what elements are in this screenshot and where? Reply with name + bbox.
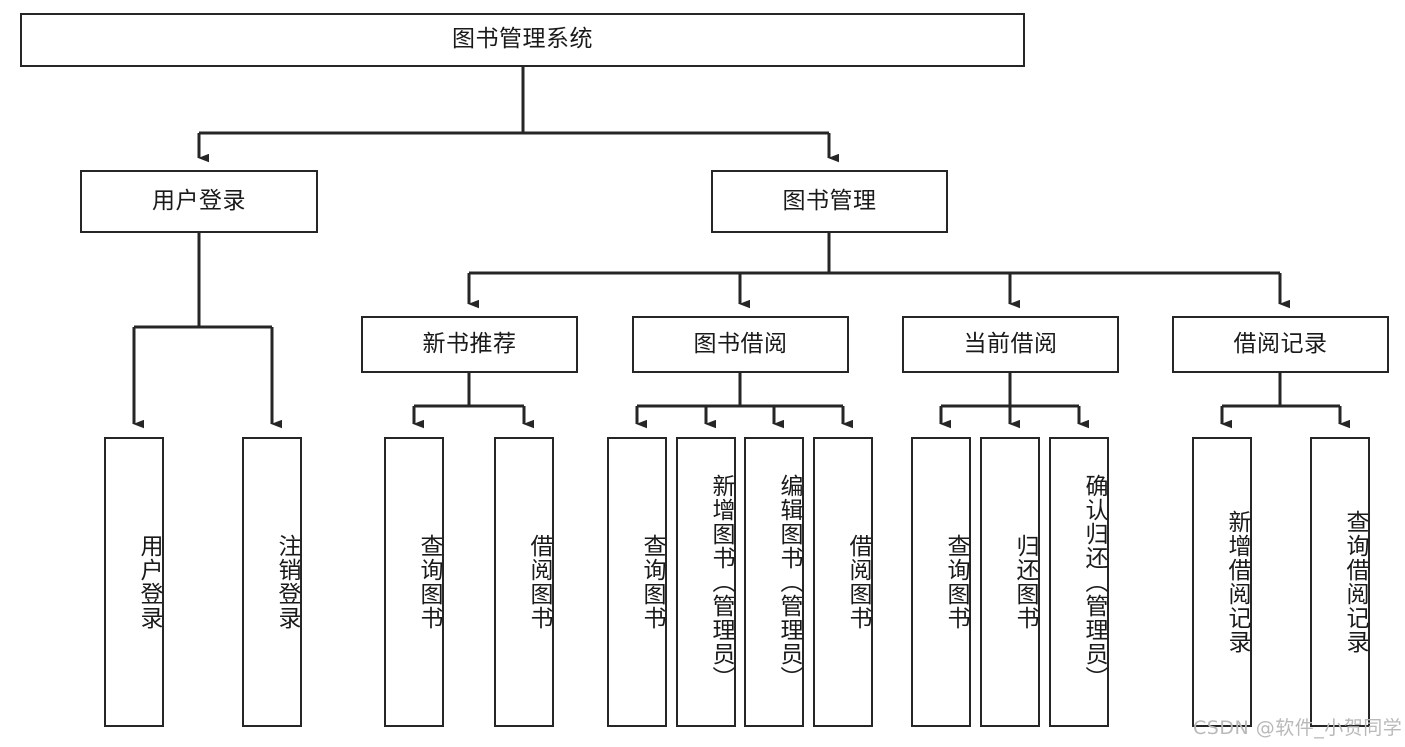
node-root-label: 图书管理系统 [452, 26, 593, 53]
node-new-book-rec-label: 新书推荐 [422, 330, 517, 357]
node-leaf-return-book[interactable]: 归还图书 [980, 437, 1040, 727]
node-new-book-rec[interactable]: 新书推荐 [361, 316, 578, 373]
node-leaf-query-record[interactable]: 查询借阅记录 [1310, 437, 1370, 727]
node-leaf-edit-book[interactable]: 编辑图书（管理员） [744, 437, 804, 727]
node-leaf-user-login-label: 用户登录 [136, 534, 162, 630]
node-leaf-add-book[interactable]: 新增图书（管理员） [676, 437, 736, 727]
node-current-borrow-label: 当前借阅 [963, 330, 1058, 357]
node-book-borrow-label: 图书借阅 [693, 330, 788, 357]
node-borrow-record[interactable]: 借阅记录 [1172, 316, 1389, 373]
node-book-borrow[interactable]: 图书借阅 [632, 316, 849, 373]
node-user-login[interactable]: 用户登录 [80, 170, 318, 233]
node-leaf-query-book-3[interactable]: 查询图书 [911, 437, 971, 727]
node-leaf-query-book-1-label: 查询图书 [416, 534, 442, 630]
node-book-manage-label: 图书管理 [782, 187, 877, 214]
node-leaf-query-book-2[interactable]: 查询图书 [607, 437, 667, 727]
node-leaf-confirm-return[interactable]: 确认归还（管理员） [1049, 437, 1109, 727]
node-root[interactable]: 图书管理系统 [20, 13, 1025, 67]
node-leaf-user-login[interactable]: 用户登录 [104, 437, 164, 727]
node-leaf-query-book-3-label: 查询图书 [943, 534, 969, 630]
node-user-login-label: 用户登录 [152, 187, 246, 214]
node-leaf-add-record[interactable]: 新增借阅记录 [1192, 437, 1252, 727]
node-leaf-borrow-book-2[interactable]: 借阅图书 [813, 437, 873, 727]
node-leaf-borrow-book-1[interactable]: 借阅图书 [494, 437, 554, 727]
node-leaf-query-record-label: 查询借阅记录 [1342, 510, 1368, 654]
node-leaf-edit-book-label: 编辑图书（管理员） [776, 474, 802, 690]
node-leaf-logout[interactable]: 注销登录 [242, 437, 302, 727]
node-leaf-add-record-label: 新增借阅记录 [1224, 510, 1250, 654]
node-leaf-query-book-1[interactable]: 查询图书 [384, 437, 444, 727]
node-borrow-record-label: 借阅记录 [1233, 330, 1328, 357]
node-leaf-confirm-return-label: 确认归还（管理员） [1081, 474, 1107, 690]
node-book-manage[interactable]: 图书管理 [711, 170, 948, 233]
node-leaf-query-book-2-label: 查询图书 [639, 534, 665, 630]
node-leaf-borrow-book-2-label: 借阅图书 [845, 534, 871, 630]
node-leaf-return-book-label: 归还图书 [1012, 534, 1038, 630]
csdn-watermark: CSDN @软件_小贺同学 [1193, 717, 1403, 739]
node-leaf-borrow-book-1-label: 借阅图书 [526, 534, 552, 630]
node-leaf-add-book-label: 新增图书（管理员） [708, 474, 734, 690]
node-leaf-logout-label: 注销登录 [274, 534, 300, 630]
node-current-borrow[interactable]: 当前借阅 [902, 316, 1119, 373]
